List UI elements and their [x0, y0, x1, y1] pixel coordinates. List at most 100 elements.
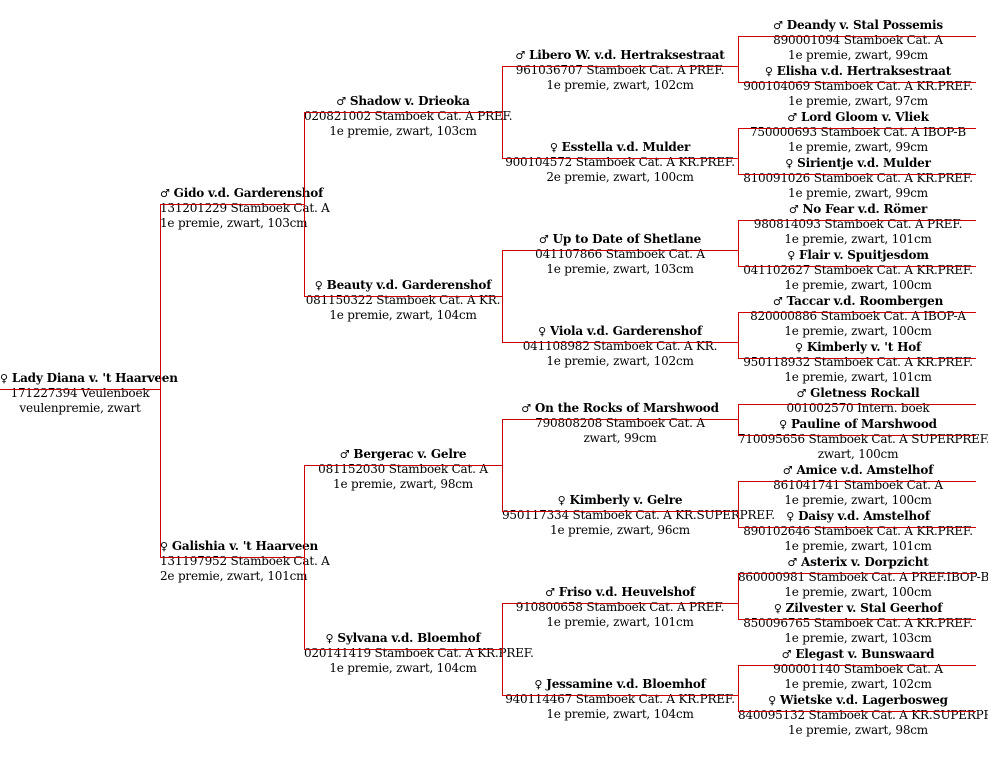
horse-name-text: Flair v. Spuitjesdom: [799, 248, 929, 262]
description: 1e premie, zwart, 100cm: [784, 278, 932, 292]
horse-name: ♂Shadow v. Drieoka: [304, 94, 502, 109]
connector-line: [738, 665, 739, 711]
connector-line: [502, 66, 503, 158]
horse-name: ♂Taccar v.d. Roombergen: [738, 294, 978, 309]
horse-name-text: Friso v.d. Heuvelshof: [558, 585, 695, 599]
name-underline-line: [738, 358, 976, 359]
connector-line: [738, 573, 739, 619]
connector-line: [738, 220, 739, 266]
horse-name-text: Galishia v. 't Haarveen: [171, 539, 319, 553]
name-underline-line: [738, 619, 976, 620]
horse-name-text: Daisy v.d. Amstelhof: [798, 509, 930, 523]
description: 1e premie, zwart, 98cm: [788, 723, 928, 737]
description: 1e premie, zwart, 104cm: [329, 661, 477, 675]
horse-name-text: Beauty v.d. Garderenshof: [326, 278, 492, 292]
horse-name-text: Zilvester v. Stal Geerhof: [785, 601, 943, 615]
connector-line: [304, 465, 305, 649]
name-underline-line: [738, 266, 976, 267]
horse-name-text: Up to Date of Shetlane: [552, 232, 702, 246]
male-icon: ♂: [796, 387, 807, 400]
connector-line: [738, 481, 739, 527]
name-underline-line: [738, 312, 976, 313]
horse-name: ♀Wietske v.d. Lagerbosweg: [738, 693, 978, 708]
connector-line: [738, 36, 739, 82]
male-icon: ♂: [787, 111, 797, 124]
connector-line: [738, 128, 739, 174]
name-underline-line: [738, 435, 976, 436]
male-icon: ♂: [781, 648, 792, 661]
name-underline-line: [502, 342, 738, 343]
horse-name-text: Elegast v. Bunswaard: [795, 647, 935, 661]
connector-line: [738, 404, 739, 435]
horse-name-text: Libero W. v.d. Hertraksestraat: [529, 48, 725, 62]
name-underline-line: [502, 603, 738, 604]
horse-name-text: Viola v.d. Garderenshof: [549, 324, 702, 338]
female-icon: ♀: [557, 494, 566, 507]
horse-name-text: Lady Diana v. 't Haarveen: [11, 371, 178, 385]
horse-name-text: Amice v.d. Amstelhof: [796, 463, 934, 477]
horse-name-text: Deandy v. Stal Possemis: [786, 18, 943, 32]
horse-name: ♀Galishia v. 't Haarveen: [160, 539, 318, 554]
horse-name-text: Kimberly v. 't Hof: [806, 340, 922, 354]
name-underline-line: [304, 296, 502, 297]
horse-name: ♀Zilvester v. Stal Geerhof: [738, 601, 978, 616]
description: 1e premie, zwart, 101cm: [784, 232, 932, 246]
male-icon: ♂: [788, 203, 799, 216]
horse-name: ♀Elisha v.d. Hertraksestraat: [738, 64, 978, 79]
horse-name: ♂Libero W. v.d. Hertraksestraat: [502, 48, 738, 63]
male-icon: ♂: [336, 95, 346, 108]
horse-name: ♀Viola v.d. Garderenshof: [502, 324, 738, 339]
horse-name-text: Jessamine v.d. Bloemhof: [546, 677, 706, 691]
horse-name-text: Kimberly v. Gelre: [569, 493, 683, 507]
female-icon: ♀: [768, 694, 776, 707]
description: 1e premie, zwart, 103cm: [546, 262, 694, 276]
female-icon: ♀: [0, 372, 8, 385]
description: 1e premie, zwart, 97cm: [788, 94, 928, 108]
description: zwart, 99cm: [583, 431, 657, 445]
name-underline-line: [502, 250, 738, 251]
male-icon: ♂: [545, 586, 555, 599]
description: 1e premie, zwart, 100cm: [784, 585, 932, 599]
female-icon: ♀: [538, 325, 546, 338]
description: 1e premie, zwart, 101cm: [784, 370, 932, 384]
horse-name-text: Asterix v. Dorpzicht: [801, 555, 929, 569]
horse-name: ♂Lord Gloom v. Vliek: [738, 110, 978, 125]
female-icon: ♀: [325, 632, 334, 645]
horse-name-text: Taccar v.d. Roombergen: [786, 294, 944, 308]
horse-name-text: Elisha v.d. Hertraksestraat: [776, 64, 952, 78]
name-underline-line: [738, 36, 976, 37]
horse-name-text: On the Rocks of Marshwood: [534, 401, 719, 415]
horse-name-text: No Fear v.d. Römer: [802, 202, 928, 216]
male-icon: ♂: [515, 49, 526, 62]
name-underline-line: [738, 82, 976, 83]
horse-name: ♂On the Rocks of Marshwood: [502, 401, 738, 416]
horse-name: ♀Esstella v.d. Mulder: [502, 140, 738, 155]
horse-name-text: Lord Gloom v. Vliek: [800, 110, 929, 124]
horse-name-text: Sirientje v.d. Mulder: [797, 156, 931, 170]
description: 1e premie, zwart, 104cm: [329, 308, 477, 322]
description: 1e premie, zwart, 99cm: [788, 186, 928, 200]
name-underline-line: [738, 174, 976, 175]
description: 2e premie, zwart, 100cm: [546, 170, 694, 184]
horse-name: ♀Sylvana v.d. Bloemhof: [304, 631, 502, 646]
female-icon: ♀: [779, 418, 788, 431]
description: 1e premie, zwart, 102cm: [546, 354, 694, 368]
name-underline-line: [738, 665, 976, 666]
male-icon: ♂: [773, 19, 783, 32]
name-underline-line: [502, 511, 738, 512]
name-underline-line: [502, 695, 738, 696]
horse-name: ♂Gletness Rockall: [738, 386, 978, 401]
